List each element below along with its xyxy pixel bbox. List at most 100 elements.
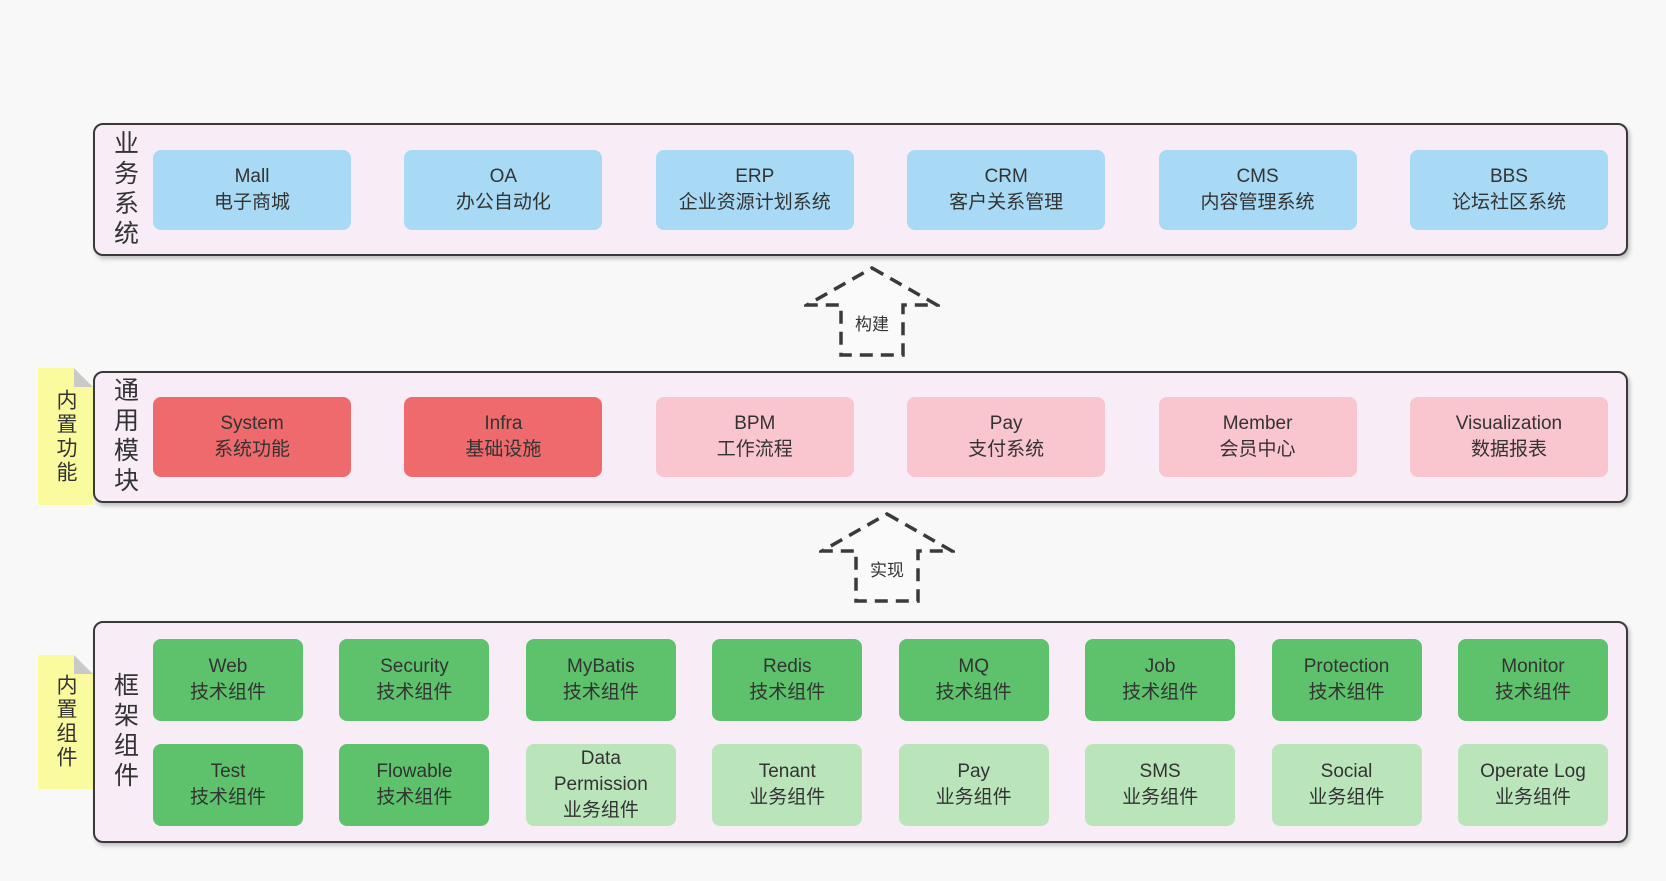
box-subtitle: 基础设施 (465, 439, 542, 460)
panel-common-modules: 通用模块 System 系统功能 Infra 基础设施 BPM 工作流程 Pay… (93, 371, 1628, 503)
component-box-pay: Pay 业务组件 (898, 743, 1049, 826)
box-subtitle: 技术组件 (376, 681, 453, 703)
box-title: Social (1320, 760, 1373, 782)
build-arrow-icon: 构建 (804, 265, 940, 358)
component-box-monitor: Monitor 技术组件 (1457, 638, 1608, 721)
component-box-data-permission: Data Permission 业务组件 (525, 743, 676, 826)
module-box-system: System 系统功能 (153, 397, 351, 477)
panel-modules-label: 通用模块 (95, 373, 153, 501)
build-arrow-label: 构建 (853, 310, 891, 335)
panel-business-label-text: 业务系统 (110, 129, 139, 250)
module-box-visualization: Visualization 数据报表 (1409, 397, 1608, 477)
box-title: Security (380, 655, 449, 677)
component-box-mybatis: MyBatis 技术组件 (525, 638, 676, 721)
component-box-web: Web 技术组件 (153, 638, 303, 721)
box-title: Protection (1303, 655, 1390, 677)
box-subtitle: 支付系统 (968, 439, 1045, 460)
box-title: CRM (984, 165, 1028, 187)
component-box-protection: Protection 技术组件 (1271, 638, 1422, 721)
box-subtitle: 技术组件 (1122, 681, 1199, 703)
box-subtitle: 工作流程 (716, 439, 793, 460)
component-box-operate-log: Operate Log 业务组件 (1457, 743, 1608, 826)
module-box-pay: Pay 支付系统 (907, 397, 1106, 477)
folded-corner-icon (74, 368, 93, 387)
box-title: System (220, 413, 284, 434)
box-title: Tenant (758, 760, 816, 782)
box-subtitle: 技术组件 (935, 681, 1012, 703)
business-box-oa: OA 办公自动化 (404, 149, 603, 230)
box-subtitle: 技术组件 (1308, 681, 1385, 703)
box-subtitle: 企业资源计划系统 (678, 191, 831, 213)
panel-modules-body: System 系统功能 Infra 基础设施 BPM 工作流程 Pay 支付系统… (153, 373, 1626, 501)
component-box-social: Social 业务组件 (1271, 743, 1422, 826)
component-box-test: Test 技术组件 (153, 743, 303, 826)
panel-framework-components: 框架组件 Web 技术组件 Security 技术组件 MyBatis 技术组件… (93, 621, 1628, 843)
box-subtitle: 技术组件 (749, 681, 826, 703)
box-title: OA (489, 165, 518, 187)
box-title: BBS (1489, 165, 1528, 187)
box-title: Visualization (1455, 413, 1563, 434)
box-title: CMS (1236, 165, 1279, 187)
module-box-bpm: BPM 工作流程 (655, 397, 854, 477)
box-title: Flowable (376, 760, 453, 782)
box-subtitle: 业务组件 (1122, 786, 1199, 808)
box-subtitle: 系统功能 (213, 439, 290, 460)
folded-corner-icon (74, 655, 93, 674)
module-box-infra: Infra 基础设施 (404, 397, 603, 477)
box-subtitle: 业务组件 (562, 799, 639, 821)
box-subtitle: 电子商城 (213, 191, 290, 213)
box-title: Infra (484, 413, 523, 434)
panel-modules-label-text: 通用模块 (110, 377, 139, 497)
box-subtitle: 数据报表 (1470, 439, 1547, 460)
box-subtitle: 业务组件 (1308, 786, 1385, 808)
module-box-member: Member 会员中心 (1158, 397, 1357, 477)
box-subtitle: 业务组件 (749, 786, 826, 808)
components-row-2: Test 技术组件 Flowable 技术组件 Data Permission … (153, 743, 1608, 826)
panel-components-label-text: 框架组件 (110, 672, 139, 792)
box-title: Operate Log (1480, 760, 1586, 782)
box-title: Test (210, 760, 246, 782)
component-box-redis: Redis 技术组件 (712, 638, 863, 721)
box-subtitle: 技术组件 (189, 681, 266, 703)
sticky-features-text: 内置功能 (54, 388, 77, 485)
box-title: Mall (234, 165, 270, 187)
component-box-job: Job 技术组件 (1085, 638, 1236, 721)
box-subtitle: 业务组件 (935, 786, 1012, 808)
component-box-mq: MQ 技术组件 (898, 638, 1049, 721)
business-box-mall: Mall 电子商城 (153, 149, 351, 230)
business-box-bbs: BBS 论坛社区系统 (1409, 149, 1608, 230)
box-subtitle: 技术组件 (562, 681, 639, 703)
box-subtitle: 技术组件 (1494, 681, 1571, 703)
box-subtitle: 业务组件 (1494, 786, 1571, 808)
box-title: Job (1144, 655, 1176, 677)
business-box-erp: ERP 企业资源计划系统 (655, 149, 854, 230)
box-title: Member (1222, 413, 1293, 434)
box-title: MyBatis (567, 655, 635, 677)
component-box-sms: SMS 业务组件 (1085, 743, 1236, 826)
box-title: MQ (958, 655, 989, 677)
box-title: SMS (1139, 760, 1181, 782)
component-box-tenant: Tenant 业务组件 (712, 743, 863, 826)
box-title: Pay (957, 760, 991, 782)
box-subtitle: 内容管理系统 (1200, 191, 1315, 213)
box-subtitle: 技术组件 (376, 786, 453, 808)
sticky-note-built-in-features: 内置功能 (38, 368, 93, 505)
box-title: BPM (734, 413, 776, 434)
panel-business-systems: 业务系统 Mall 电子商城 OA 办公自动化 ERP 企业资源计划系统 CRM… (93, 123, 1628, 256)
component-box-security: Security 技术组件 (339, 638, 490, 721)
sticky-components-text: 内置组件 (54, 674, 77, 770)
panel-business-body: Mall 电子商城 OA 办公自动化 ERP 企业资源计划系统 CRM 客户关系… (153, 125, 1626, 254)
box-title: Data Permission (553, 747, 648, 795)
box-subtitle: 客户关系管理 (949, 191, 1064, 213)
box-title: Pay (989, 413, 1023, 434)
box-title: Web (208, 655, 248, 677)
component-box-flowable: Flowable 技术组件 (339, 743, 490, 826)
panel-components-label: 框架组件 (95, 623, 153, 841)
implement-arrow-icon: 实现 (819, 511, 955, 604)
box-title: Redis (762, 655, 812, 677)
sticky-note-built-in-components: 内置组件 (38, 655, 93, 789)
components-row-1: Web 技术组件 Security 技术组件 MyBatis 技术组件 Redi… (153, 638, 1608, 721)
box-subtitle: 办公自动化 (455, 191, 551, 213)
box-title: Monitor (1501, 655, 1565, 677)
box-subtitle: 技术组件 (189, 786, 266, 808)
